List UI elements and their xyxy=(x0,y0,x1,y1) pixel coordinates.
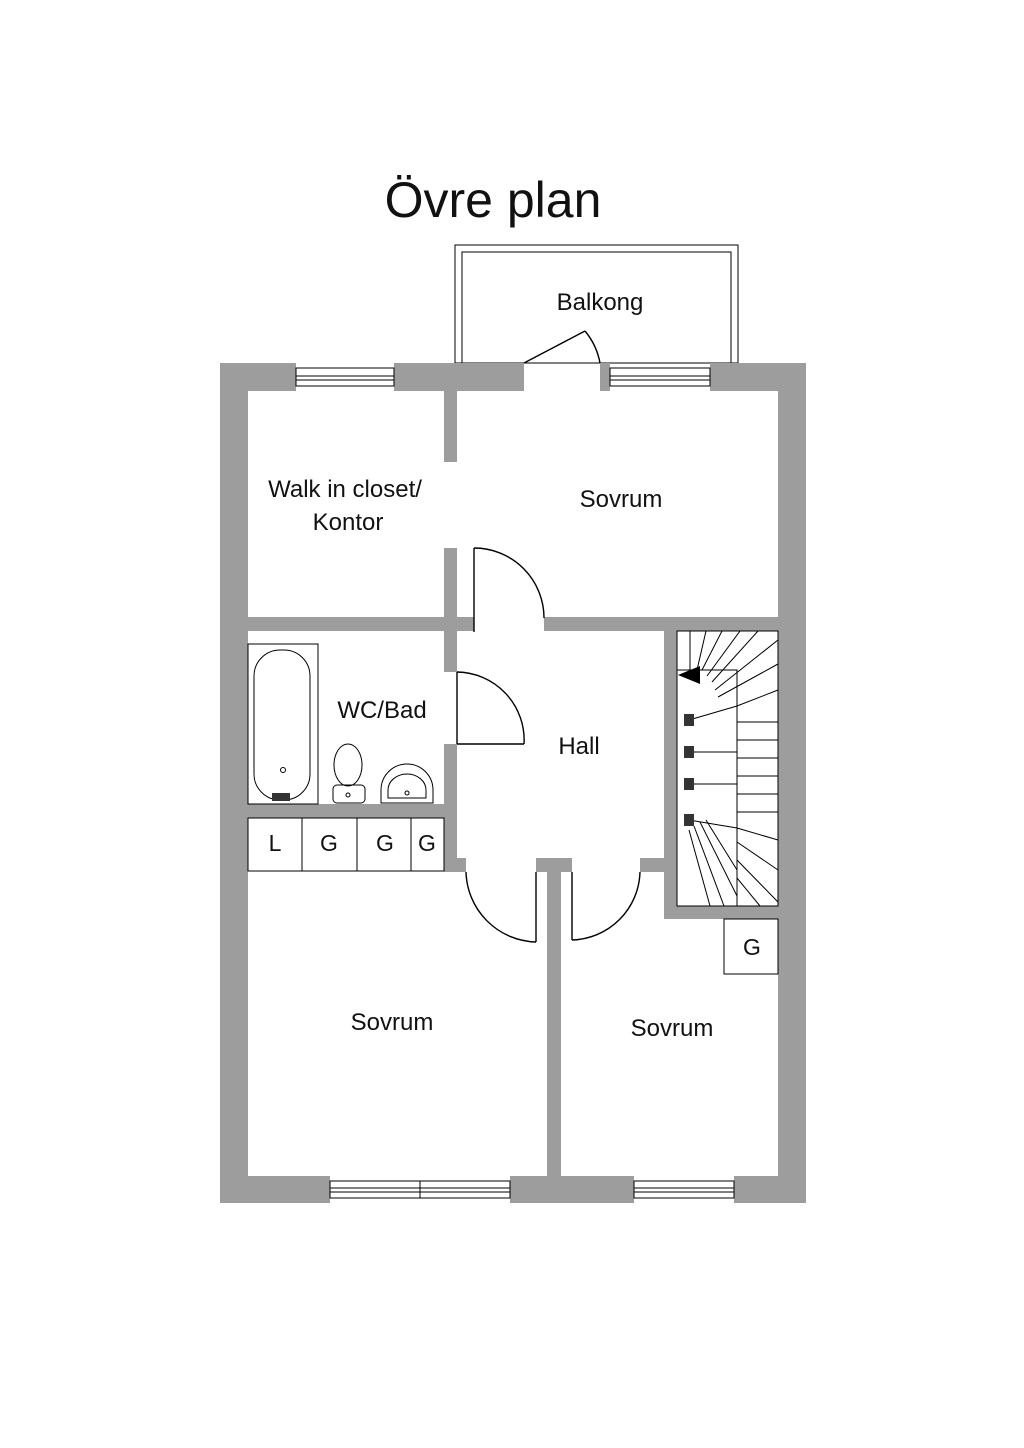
bathtub-icon xyxy=(253,649,311,801)
door-bottom-left-bedroom xyxy=(465,871,537,943)
interior-doors xyxy=(456,547,641,943)
door-bottom-right-bedroom xyxy=(571,871,641,941)
closet-label-linen: L xyxy=(269,830,282,856)
plan-title: Övre plan xyxy=(385,172,602,228)
sink-icon xyxy=(380,763,434,804)
stair-direction-arrow-icon xyxy=(678,666,700,684)
door-wc xyxy=(456,671,525,745)
closet-label-wardrobe-3: G xyxy=(418,830,436,856)
window-top-left xyxy=(295,367,395,387)
interior-walls xyxy=(248,391,778,1176)
room-label-balcony: Balkong xyxy=(557,289,644,316)
window-top-right xyxy=(609,367,711,387)
staircase xyxy=(676,630,779,907)
closet-label-wardrobe-4: G xyxy=(743,934,761,960)
window-bottom-left xyxy=(329,1180,511,1199)
windows xyxy=(295,367,735,1199)
toilet-icon xyxy=(332,743,366,804)
room-label-walk-in-closet: Walk in closet/ xyxy=(268,476,422,503)
closet-label-wardrobe-2: G xyxy=(376,830,394,856)
room-label-office: Kontor xyxy=(313,509,384,536)
room-label-bedroom-bottom-right: Sovrum xyxy=(631,1015,714,1042)
door-top-bedroom xyxy=(473,547,545,632)
wardrobe-right-bedroom: G xyxy=(723,918,779,975)
room-label-hall: Hall xyxy=(558,733,599,760)
room-label-bedroom-bottom-left: Sovrum xyxy=(351,1009,434,1036)
closet-label-wardrobe-1: G xyxy=(320,830,338,856)
room-label-wc-bath: WC/Bad xyxy=(337,697,426,724)
exterior-walls xyxy=(220,363,806,1203)
bathroom-fixtures xyxy=(247,643,434,805)
balcony xyxy=(454,244,739,364)
room-labels: Balkong Walk in closet/ Kontor Sovrum WC… xyxy=(268,289,713,1042)
closets-row: L G G G xyxy=(247,817,445,872)
window-bottom-right xyxy=(633,1180,735,1199)
balcony-door xyxy=(523,330,601,364)
room-label-bedroom-top: Sovrum xyxy=(580,486,663,513)
